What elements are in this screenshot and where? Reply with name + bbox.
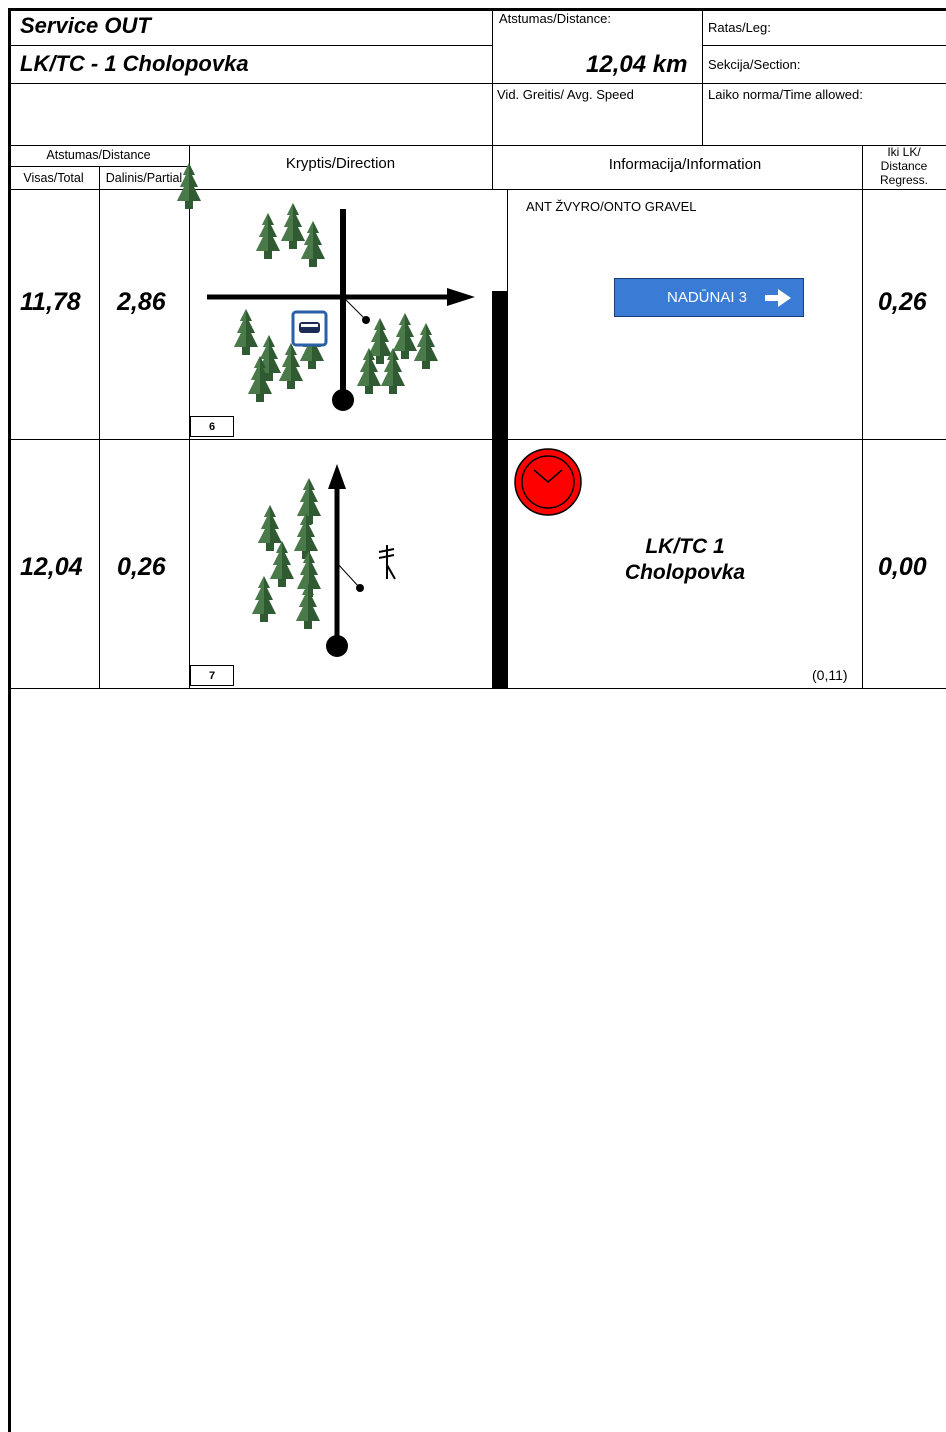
total-header: Visas/Total	[8, 171, 99, 185]
regress-header-line2: Distance	[862, 159, 946, 173]
direction-sign: NADŪNAI 3	[614, 278, 804, 317]
row-total-distance: 11,78	[20, 288, 81, 317]
header-line	[8, 45, 492, 46]
tree-icon	[252, 478, 321, 629]
bus-stop-icon	[293, 312, 326, 345]
info-note: (0,11)	[812, 667, 848, 683]
direction-header: Kryptis/Direction	[189, 155, 492, 172]
column-divider	[99, 166, 100, 689]
regress-header-line3: Regress.	[862, 173, 946, 187]
control-title-line2: Cholopovka	[508, 560, 862, 586]
distance-value: 12,04 km	[586, 51, 687, 79]
row-2-tulip-diagram	[189, 439, 492, 689]
header-divider	[492, 8, 493, 190]
stage-title: LK/TC - 1 Cholopovka	[20, 51, 249, 77]
header-line	[8, 83, 946, 84]
sign-text: NADŪNAI 3	[667, 289, 747, 306]
avg-speed-label: Vid. Greitis/ Avg. Speed	[497, 87, 634, 102]
header-line	[702, 45, 946, 46]
row-regress-distance: 0,26	[878, 288, 927, 317]
row-total-distance: 12,04	[20, 553, 83, 582]
leg-label: Ratas/Leg:	[708, 20, 771, 35]
header-line	[8, 145, 946, 146]
time-control-clock-icon	[513, 447, 583, 517]
row-partial-distance: 0,26	[117, 553, 166, 582]
frame-top	[8, 8, 946, 11]
distance-group-header: Atstumas/Distance	[8, 148, 189, 162]
row-partial-distance: 2,86	[117, 288, 166, 317]
partial-header: Dalinis/Partial	[99, 171, 189, 185]
column-divider	[862, 145, 863, 689]
regress-header: Iki LK/ Distance Regress.	[862, 145, 946, 187]
info-text: ANT ŽVYRO/ONTO GRAVEL	[526, 199, 696, 214]
row-1-tulip-diagram	[189, 189, 492, 439]
row-regress-distance: 0,00	[878, 553, 927, 582]
frame-left	[8, 8, 11, 1432]
control-title-line1: LK/TC 1	[508, 534, 862, 560]
service-title: Service OUT	[20, 13, 151, 39]
distance-label: Atstumas/Distance:	[499, 11, 611, 26]
section-label: Sekcija/Section:	[708, 57, 801, 72]
gravel-bar	[492, 291, 508, 689]
time-allowed-label: Laiko norma/Time allowed:	[708, 87, 863, 102]
header-divider	[702, 8, 703, 145]
power-pole-icon	[379, 545, 395, 579]
control-title: LK/TC 1 Cholopovka	[508, 534, 862, 586]
information-header: Informacija/Information	[508, 156, 862, 173]
arrow-right-icon	[765, 289, 791, 307]
regress-header-line1: Iki LK/	[862, 145, 946, 159]
